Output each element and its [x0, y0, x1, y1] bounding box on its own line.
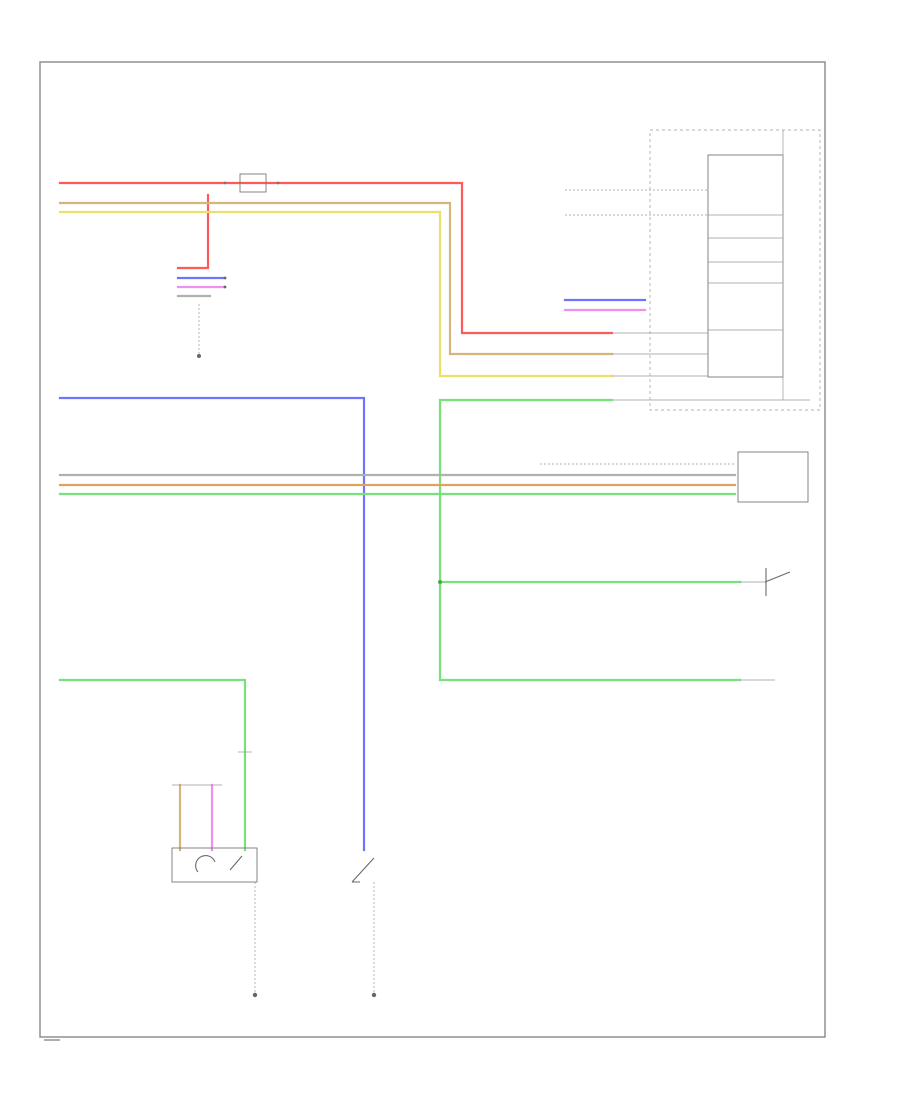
- wire-tan-top: [58, 201, 614, 356]
- sensor-connector-box: [737, 451, 809, 503]
- control-module-inner: [707, 154, 784, 378]
- wire-green-lower: [58, 678, 247, 852]
- fuse-dot-left: [223, 181, 227, 185]
- connector-dot-b: [223, 285, 227, 289]
- lower-switch-box: [171, 847, 258, 883]
- switch-symbol-1: [764, 568, 791, 596]
- fuse-block: [239, 173, 267, 193]
- connector-dot-a: [223, 276, 227, 280]
- wire-yellow-top: [58, 210, 614, 378]
- control-module-outline: [649, 129, 821, 411]
- ground-dot-lower-right: [371, 992, 377, 998]
- ground-dot-left: [197, 354, 201, 358]
- diagram-frame: [39, 61, 826, 1038]
- wire-red-drop: [176, 193, 210, 270]
- ground-dot-lower-left: [252, 992, 258, 998]
- blue-switch-symbol: [351, 857, 375, 883]
- splice-dot-green: [438, 580, 442, 584]
- lower-switch-symbol: [195, 855, 243, 873]
- wire-red-top: [58, 181, 614, 335]
- module-bracket-right: [782, 130, 810, 401]
- wire-blue-long: [58, 396, 366, 852]
- fuse-dot-right: [276, 181, 280, 185]
- wire-green-main: [438, 398, 742, 682]
